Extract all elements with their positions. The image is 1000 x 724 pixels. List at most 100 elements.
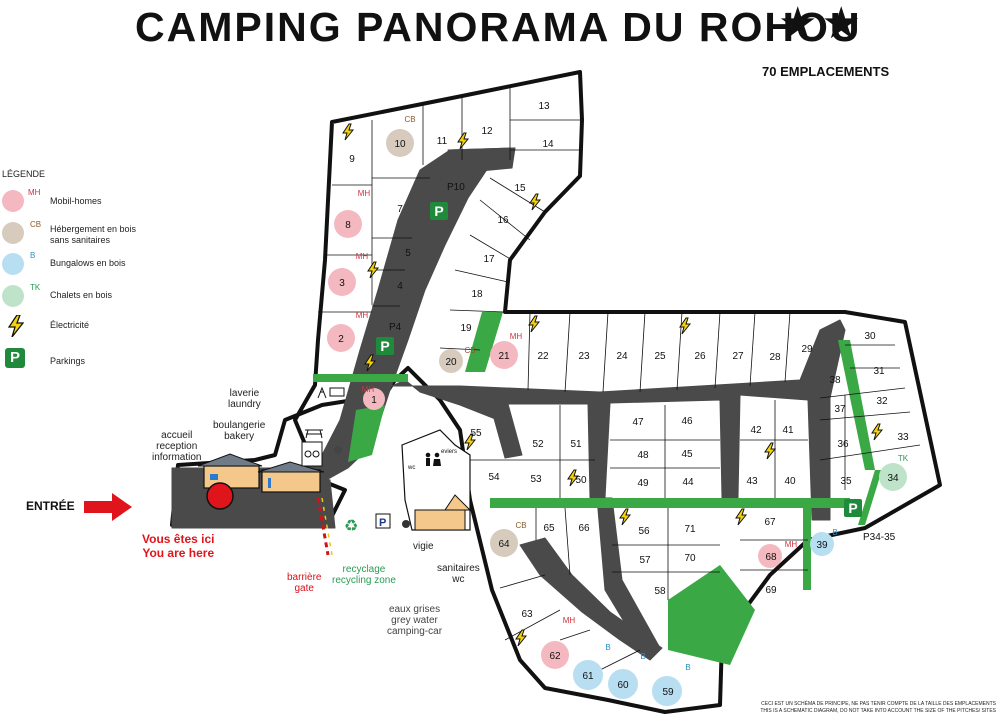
plot-51: 51: [570, 439, 582, 450]
svg-text:MH: MH: [563, 616, 576, 625]
plot-33: 33: [897, 432, 909, 443]
green-zones: [313, 312, 882, 665]
star-rating: ★★: [778, 0, 865, 49]
plot-44: 44: [682, 477, 694, 488]
svg-text:TK: TK: [898, 454, 909, 463]
plot-46: 46: [681, 416, 693, 427]
chalet-swatch: [2, 285, 24, 307]
legend-mh-abbr: MH: [28, 188, 41, 197]
plot-71: 71: [684, 524, 696, 535]
sinks-label: eviers: [441, 449, 457, 455]
svg-text:P10: P10: [447, 182, 465, 193]
plot-26: 26: [694, 351, 706, 362]
plot-24: 24: [616, 351, 628, 362]
plot-65: 65: [543, 523, 555, 534]
electricity-icons: [342, 123, 884, 647]
plot-23: 23: [578, 351, 590, 362]
plot-30: 30: [864, 331, 876, 342]
plot-69: 69: [765, 585, 777, 596]
plot-41: 41: [782, 425, 794, 436]
plot-27: 27: [732, 351, 744, 362]
plot-66: 66: [578, 523, 590, 534]
gate-barrier: [316, 497, 330, 556]
plot-64: 64: [498, 539, 510, 550]
legend-parking: Parkings: [50, 356, 86, 366]
plot-60: 60: [617, 680, 629, 691]
plot-19: 19: [460, 323, 472, 334]
svg-text:CB: CB: [404, 115, 415, 124]
plot-55: 55: [470, 428, 482, 439]
legend-wood-2: sans sanitaires: [50, 235, 111, 245]
svg-text:CB: CB: [464, 346, 475, 355]
plot-68: 68: [765, 552, 777, 563]
map-title: CAMPING PANORAMA DU ROHOU: [135, 4, 862, 50]
svg-text:MH: MH: [358, 189, 371, 198]
legend-mobilhome: Mobil-homes: [50, 196, 102, 206]
plot-16: 16: [497, 215, 509, 226]
legend-electricity-icon: [8, 315, 24, 337]
plot-37: 37: [834, 404, 846, 415]
plot-28: 28: [769, 352, 781, 363]
entrance-arrow: [84, 493, 132, 521]
plot-31: 31: [873, 366, 885, 377]
plot-29: 29: [801, 344, 813, 355]
plot-32: 32: [876, 396, 888, 407]
svg-text:P4: P4: [389, 322, 402, 333]
legend-bungalow: Bungalows en bois: [50, 258, 126, 268]
plot-35: 35: [840, 476, 852, 487]
plot-36: 36: [837, 439, 849, 450]
parking-p10-icon: P: [434, 203, 443, 219]
plot-38: 38: [829, 375, 841, 386]
plot-59: 59: [662, 687, 674, 698]
plot-1: 1: [371, 395, 377, 406]
svg-text:MH: MH: [510, 332, 523, 341]
plot-14: 14: [542, 139, 554, 150]
legend-electricity: Électricité: [50, 320, 90, 330]
wc-small-label: wc: [407, 465, 415, 471]
plot-5: 5: [405, 248, 411, 259]
accommodation-circles: [327, 129, 907, 706]
plot-2: 2: [338, 334, 344, 345]
legend-tk-abbr: TK: [30, 283, 41, 292]
legend-wood-1: Hébergement en bois: [50, 224, 137, 234]
plot-54: 54: [488, 472, 500, 483]
parking-icons: [376, 202, 862, 517]
plot-7: 7: [397, 204, 403, 215]
svg-text:B: B: [685, 663, 690, 672]
plot-10: 10: [394, 139, 406, 150]
svg-text:MH: MH: [356, 252, 369, 261]
plot-50: 50: [575, 475, 587, 486]
plot-57: 57: [639, 555, 651, 566]
plot-48: 48: [637, 450, 649, 461]
plot-12: 12: [481, 126, 493, 137]
plot-9: 9: [349, 154, 355, 165]
wood-swatch: [2, 222, 24, 244]
legend-title: LÉGENDE: [2, 169, 46, 179]
plot-22: 22: [537, 351, 549, 362]
svg-text:MH: MH: [356, 311, 369, 320]
legend-cb-abbr: CB: [30, 220, 42, 229]
plot-25: 25: [654, 351, 666, 362]
accommodation-tags: CB MH MH MH MH CB MH TK B MH CB MH B B B: [356, 115, 909, 672]
bungalow-swatch: [2, 253, 24, 275]
svg-text:B: B: [605, 643, 610, 652]
plot-21: 21: [498, 351, 510, 362]
svg-text:B: B: [832, 528, 837, 537]
plot-17: 17: [483, 254, 495, 265]
svg-text:B: B: [640, 652, 645, 661]
plot-56: 56: [638, 526, 650, 537]
plot-43: 43: [746, 476, 758, 487]
plot-4: 4: [397, 281, 403, 292]
parking-labels: P10 P4 P34-35: [389, 182, 896, 543]
legend-b-abbr: B: [30, 251, 36, 260]
legend-parking-icon: P: [5, 348, 25, 368]
parking-p4-icon: P: [380, 338, 389, 354]
svg-text:MH: MH: [362, 385, 375, 394]
